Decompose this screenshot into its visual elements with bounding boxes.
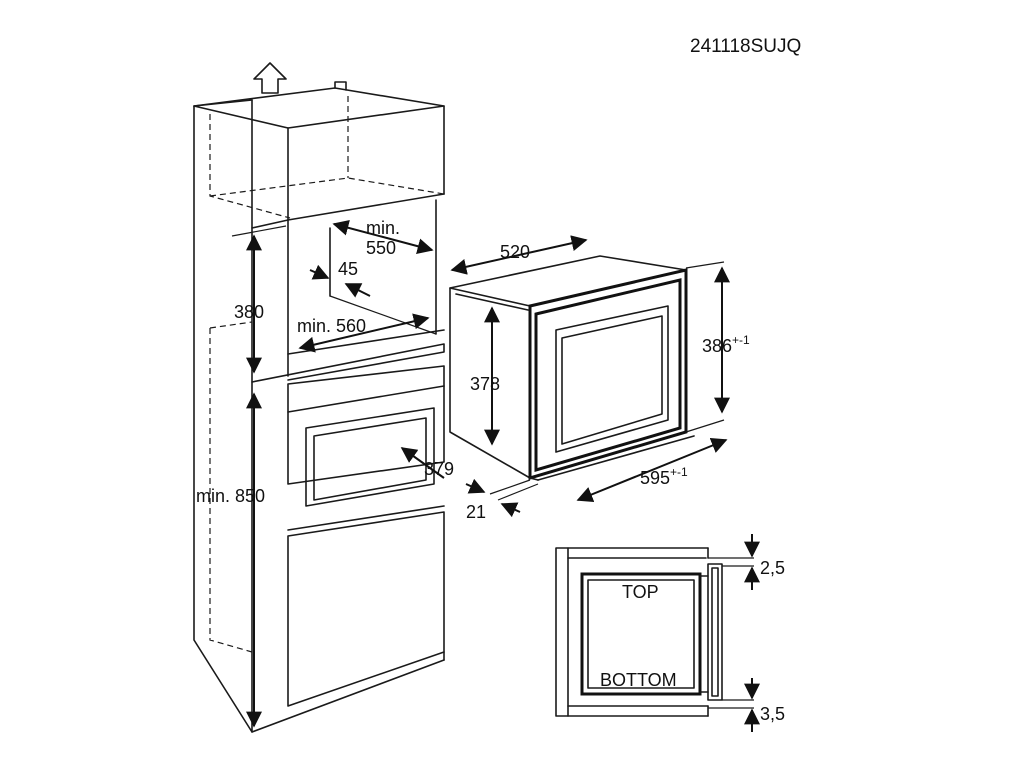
label-front-thickness: 21 — [466, 502, 486, 522]
label-front-height: 386+-1 — [702, 333, 750, 356]
label-min-width-top: min. — [366, 218, 400, 238]
label-body-depth: 379 — [424, 459, 454, 479]
front-height-value: 386 — [702, 336, 732, 356]
label-min-width-bottom: min. 560 — [297, 316, 366, 336]
label-min-width-top-value: 550 — [366, 238, 396, 258]
cabinet-drawing: min. 550 45 380 min. 560 min. 850 — [193, 62, 445, 733]
ventilation-arrow-icon — [253, 62, 287, 94]
label-niche-height: 380 — [234, 302, 264, 322]
label-top: TOP — [622, 582, 659, 602]
front-height-tolerance: +-1 — [732, 333, 750, 347]
label-oven-depth: 520 — [500, 242, 530, 262]
section-detail-drawing: TOP BOTTOM 2,5 3,5 — [555, 534, 785, 732]
product-code: 241118SUJQ — [690, 36, 801, 57]
label-bottom: BOTTOM — [600, 670, 677, 690]
front-width-value: 595 — [640, 468, 670, 488]
front-width-tolerance: +-1 — [670, 465, 688, 479]
oven-drawing: 520 378 386+-1 595+-1 379 21 — [424, 235, 750, 522]
label-bottom-gap: 3,5 — [760, 704, 785, 724]
label-inset: 45 — [338, 259, 358, 279]
label-front-width: 595+-1 — [640, 465, 688, 488]
label-body-height: 378 — [470, 374, 500, 394]
label-top-gap: 2,5 — [760, 558, 785, 578]
label-min-height-total: min. 850 — [196, 486, 265, 506]
